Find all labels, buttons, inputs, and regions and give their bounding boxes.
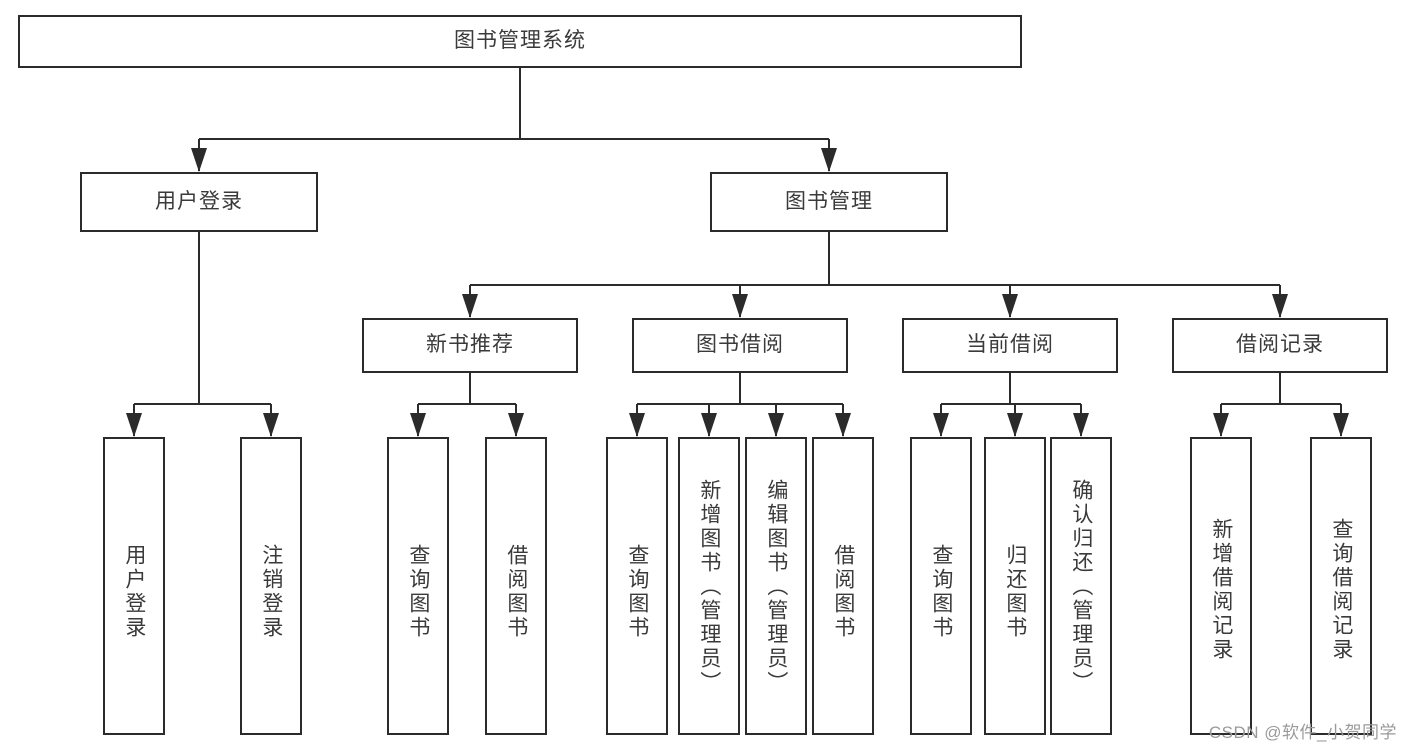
node-leaf-return-book[interactable]: 归还图书 [984, 437, 1046, 735]
node-label: 确认归还（管理员） [1069, 479, 1093, 695]
node-label: 查询借阅记录 [1329, 518, 1353, 662]
node-label: 归还图书 [1003, 544, 1027, 640]
node-borrow-record[interactable]: 借阅记录 [1172, 318, 1388, 373]
node-label: 注销登录 [259, 544, 283, 640]
node-label: 查询图书 [929, 544, 953, 640]
node-leaf-borrow-book-1[interactable]: 借阅图书 [485, 437, 547, 735]
node-new-book-recommend[interactable]: 新书推荐 [362, 318, 578, 373]
node-leaf-borrow-book-2[interactable]: 借阅图书 [812, 437, 874, 735]
node-user-login[interactable]: 用户登录 [80, 172, 318, 232]
node-label: 查询图书 [406, 544, 430, 640]
node-leaf-confirm-return[interactable]: 确认归还（管理员） [1050, 437, 1112, 735]
node-label: 图书借阅 [696, 333, 784, 357]
node-label: 借阅图书 [831, 544, 855, 640]
node-leaf-user-login[interactable]: 用户登录 [103, 437, 165, 735]
node-label: 图书管理系统 [454, 29, 586, 53]
node-label: 图书管理 [785, 189, 873, 213]
node-leaf-add-book[interactable]: 新增图书（管理员） [678, 437, 740, 735]
node-label: 当前借阅 [966, 333, 1054, 357]
node-book-borrow[interactable]: 图书借阅 [632, 318, 848, 373]
node-label: 借阅图书 [504, 544, 528, 640]
node-root[interactable]: 图书管理系统 [18, 15, 1022, 68]
node-leaf-query-borrow-record[interactable]: 查询借阅记录 [1310, 437, 1372, 735]
node-label: 编辑图书（管理员） [764, 479, 788, 695]
node-label: 查询图书 [625, 544, 649, 640]
node-book-manage[interactable]: 图书管理 [710, 172, 948, 232]
node-leaf-query-book-3[interactable]: 查询图书 [910, 437, 972, 735]
node-leaf-query-book-1[interactable]: 查询图书 [387, 437, 449, 735]
node-label: 用户登录 [155, 189, 243, 213]
node-label: 借阅记录 [1236, 333, 1324, 357]
node-label: 新增图书（管理员） [697, 479, 721, 695]
node-leaf-add-borrow-record[interactable]: 新增借阅记录 [1190, 437, 1252, 735]
node-leaf-query-book-2[interactable]: 查询图书 [606, 437, 668, 735]
node-current-borrow[interactable]: 当前借阅 [902, 318, 1118, 373]
node-leaf-logout-login[interactable]: 注销登录 [240, 437, 302, 735]
node-label: 新书推荐 [426, 333, 514, 357]
node-leaf-edit-book[interactable]: 编辑图书（管理员） [745, 437, 807, 735]
node-label: 用户登录 [122, 544, 146, 640]
node-label: 新增借阅记录 [1209, 518, 1233, 662]
